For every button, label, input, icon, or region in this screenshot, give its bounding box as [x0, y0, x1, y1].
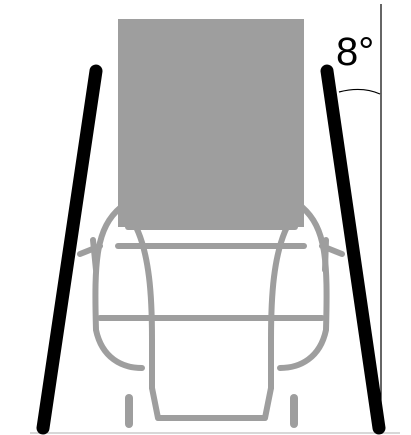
left-wheel — [36, 64, 103, 435]
camber-angle-arc — [338, 88, 381, 95]
wheelchair-frame — [77, 204, 345, 421]
right-axle-cap — [322, 237, 329, 273]
frame-right-outer-rail — [277, 204, 330, 371]
left-axle-cap — [90, 237, 99, 273]
frame-left-inner-tube — [125, 211, 155, 391]
right-caster-wheel — [290, 394, 298, 428]
right-wheel — [320, 64, 386, 435]
footrest — [149, 385, 274, 421]
camber-angle-label: 8° — [336, 30, 374, 74]
frame-right-inner-tube — [268, 211, 298, 391]
left-caster-wheel — [125, 394, 133, 428]
frame-left-outer-rail — [92, 204, 145, 371]
seat-back — [118, 19, 304, 227]
